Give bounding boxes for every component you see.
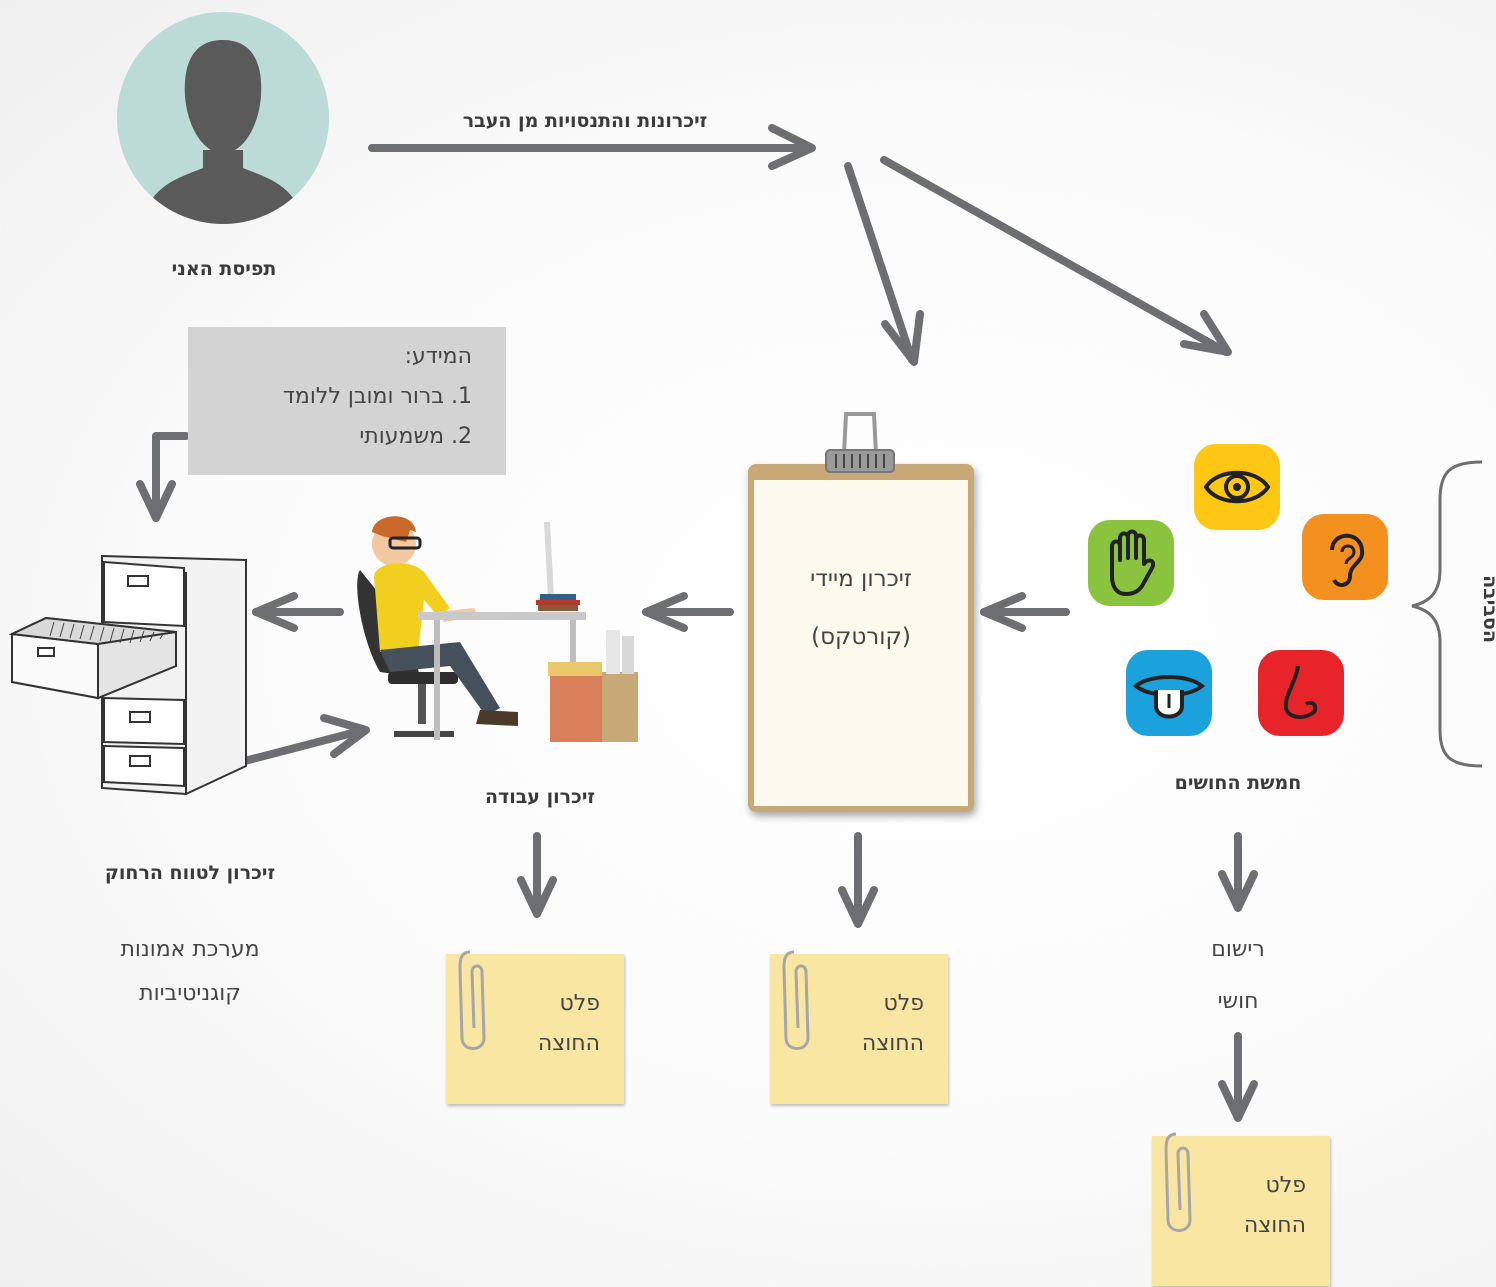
long-term-memory-sub-1: מערכת אמונות bbox=[120, 937, 260, 962]
info-item-2: 2. משמעותי bbox=[359, 424, 472, 449]
sensory-memory-line2: (קורטקס) bbox=[811, 624, 911, 650]
output-note-line1: פלט bbox=[883, 991, 924, 1016]
sensory-register-line1: רישום bbox=[1211, 937, 1265, 962]
output-note-text: פלט החוצה bbox=[538, 984, 600, 1064]
past-experiences-label: זיכרונות והתנסויות מן העבר bbox=[462, 110, 708, 132]
info-item-1: 1. ברור ומובן ללומד bbox=[282, 384, 472, 409]
arrow-head bbox=[1180, 310, 1232, 356]
arrow-head bbox=[642, 592, 688, 632]
output-note-line1: פלט bbox=[1265, 1173, 1306, 1198]
arrow-to-sensory-memory bbox=[844, 162, 916, 364]
filing-cabinet-icon bbox=[8, 554, 247, 796]
arrow-to-senses bbox=[880, 156, 1230, 356]
tongue-icon bbox=[1126, 650, 1212, 736]
arrow-head bbox=[768, 124, 816, 170]
output-note-text: פלט החוצה bbox=[1244, 1166, 1306, 1246]
arrow-head bbox=[252, 592, 298, 632]
long-term-memory-label: זיכרון לטווח הרחוק bbox=[104, 862, 276, 884]
eye-icon bbox=[1194, 444, 1280, 530]
output-note-line2: החוצה bbox=[537, 1031, 600, 1056]
sensory-memory-line1: זיכרון מיידי bbox=[810, 566, 912, 592]
five-senses-label: חמשת החושים bbox=[1174, 772, 1302, 794]
arrow-head bbox=[980, 592, 1026, 632]
long-term-memory-sub-2: קוגניטיביות bbox=[139, 981, 241, 1006]
sense-nose bbox=[1258, 650, 1344, 736]
sense-tongue bbox=[1126, 650, 1212, 736]
sense-hand bbox=[1088, 520, 1174, 606]
hand-icon bbox=[1088, 520, 1174, 606]
arrow-info-to-cabinet bbox=[152, 432, 190, 522]
paperclip-icon bbox=[782, 950, 810, 1050]
output-note-line2: החוצה bbox=[1243, 1213, 1306, 1238]
ear-icon bbox=[1302, 514, 1388, 600]
working-person-icon bbox=[357, 516, 638, 742]
arrow-head bbox=[320, 714, 370, 758]
environment-brace bbox=[1411, 460, 1483, 768]
sense-ear bbox=[1302, 514, 1388, 600]
output-note-line2: החוצה bbox=[861, 1031, 924, 1056]
info-title: המידע: bbox=[404, 344, 472, 369]
working-memory-label: זיכרון עבודה bbox=[484, 786, 596, 808]
arrow-head bbox=[136, 480, 176, 522]
arrow-head bbox=[881, 310, 924, 366]
nose-icon bbox=[1258, 650, 1344, 736]
sensory-memory-clipboard: זיכרון מיידי (קורטקס) bbox=[748, 464, 974, 812]
output-note-text: פלט החוצה bbox=[862, 984, 924, 1064]
sensory-register-line2: חושי bbox=[1217, 989, 1259, 1014]
binder-clip-icon bbox=[825, 412, 895, 473]
output-note-line1: פלט bbox=[559, 991, 600, 1016]
sense-eye bbox=[1194, 444, 1280, 530]
output-note-senses: פלט החוצה bbox=[1152, 1132, 1330, 1286]
clipboard-paper bbox=[754, 480, 968, 806]
environment-label: הסביבה bbox=[1479, 575, 1496, 643]
person-silhouette-icon bbox=[141, 40, 305, 224]
paperclip-icon bbox=[1164, 1132, 1192, 1232]
output-note-sensory-memory: פלט החוצה bbox=[770, 950, 948, 1104]
self-avatar bbox=[117, 12, 329, 224]
output-note-working: פלט החוצה bbox=[446, 950, 624, 1104]
information-box: המידע: 1. ברור ומובן ללומד 2. משמעותי bbox=[188, 327, 506, 475]
self-perception-label: תפיסת האני bbox=[171, 258, 277, 280]
paperclip-icon bbox=[458, 950, 486, 1050]
